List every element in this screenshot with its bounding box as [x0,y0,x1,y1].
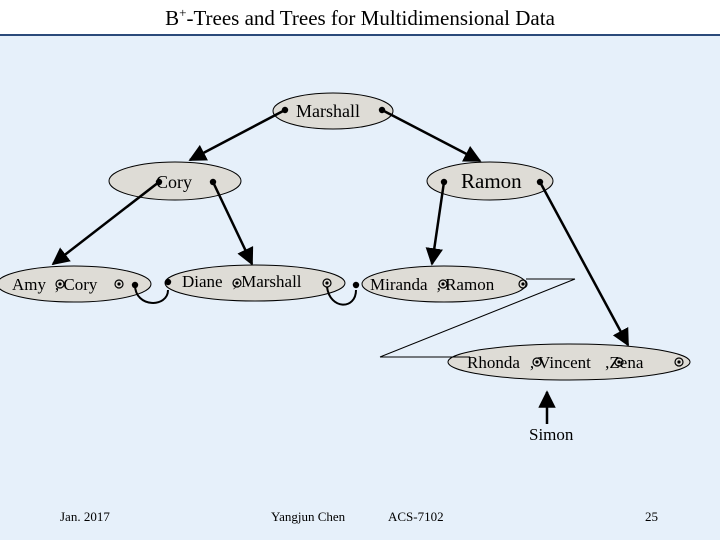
leaf-2-label: Diane, Marshall [182,272,302,291]
title-superscript: + [179,5,187,20]
slide-title: B+-Trees and Trees for Multidimensional … [0,5,720,31]
root-key: Marshall [296,101,360,121]
split-guide-lines [379,278,576,358]
right-internal-node [426,161,554,201]
footer-date: Jan. 2017 [60,509,110,524]
insert-key-label: Simon [529,425,574,444]
record-pointers [55,278,684,367]
leaf-3-label: Miranda, Ramon [370,275,495,294]
leaf-node-4 [447,343,691,381]
leaf-1-label: Amy, Cory [12,275,98,294]
title-prefix: B [165,6,180,30]
leaf-node-1 [0,265,152,303]
footer-course: ACS-7102 [388,509,444,524]
leaf-chain-links [134,284,357,306]
footer-author: Yangjun Chen [271,509,346,524]
record-pointer-dots [58,281,681,364]
title-rest: -Trees and Trees for Multidimensional Da… [186,6,555,30]
tree-edges [51,108,630,424]
leaf-4-label: Rhonda, Vincent ,Zena [467,353,644,372]
left-internal-node [108,161,242,201]
title-bar [0,0,720,36]
root-node [272,92,394,130]
left-internal-key: Cory [156,172,192,192]
footer-page-number: 25 [645,509,658,524]
right-internal-key: Ramon [461,169,522,193]
